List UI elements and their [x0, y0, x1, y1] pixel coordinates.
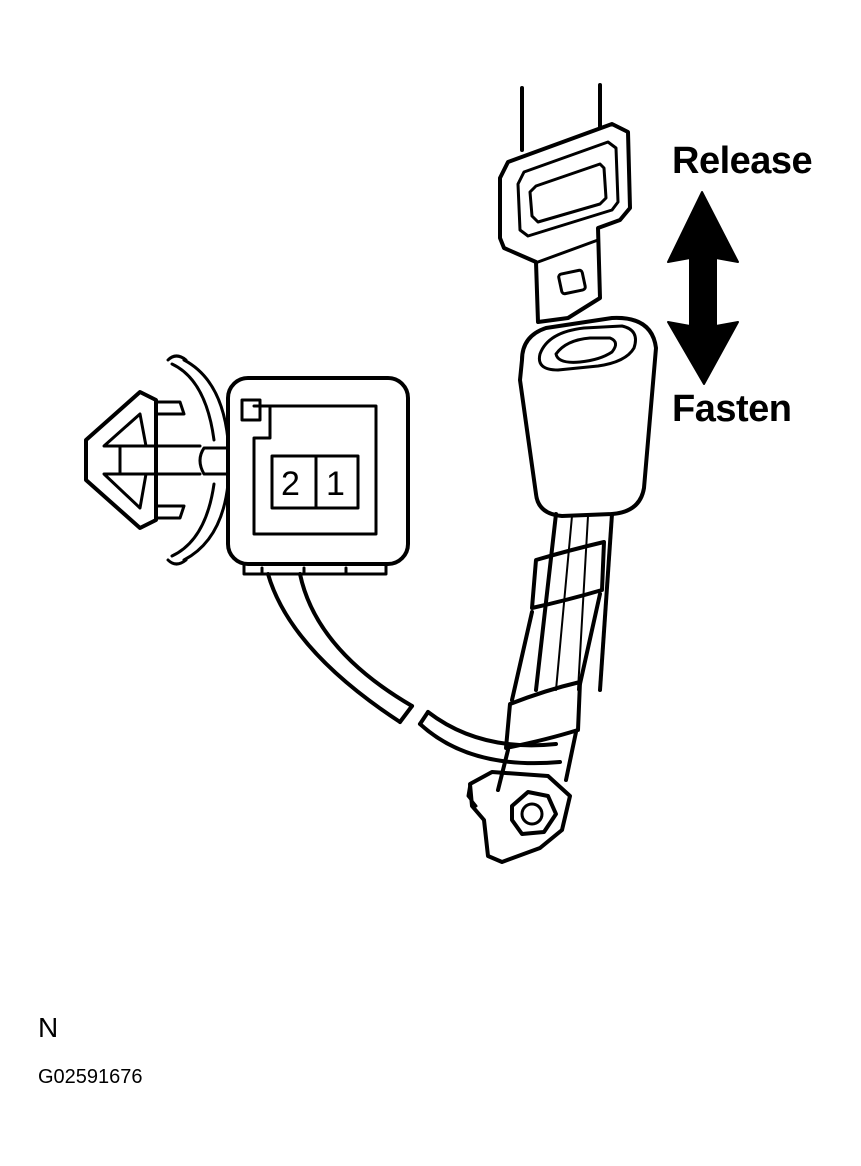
- figure-code: G02591676: [38, 1066, 143, 1088]
- double-arrow-icon: [667, 191, 739, 385]
- connector-icon: [198, 376, 410, 576]
- connector-pin-1-label: 1: [326, 465, 345, 503]
- fasten-label: Fasten: [672, 388, 792, 430]
- anchor-plate: [466, 770, 572, 864]
- push-clip-icon: [84, 354, 230, 566]
- seatbelt-tongue-icon: [498, 122, 632, 324]
- seatbelt-buckle-icon: [518, 315, 658, 518]
- belt-webbing-lower: [496, 512, 614, 792]
- bolt-icon: [510, 790, 558, 836]
- note-letter: N: [38, 1012, 59, 1043]
- connector-pin-2-label: 2: [281, 465, 300, 503]
- wire-harness: [266, 572, 562, 766]
- belt-webbing-upper: [520, 83, 602, 152]
- release-label: Release: [672, 140, 813, 182]
